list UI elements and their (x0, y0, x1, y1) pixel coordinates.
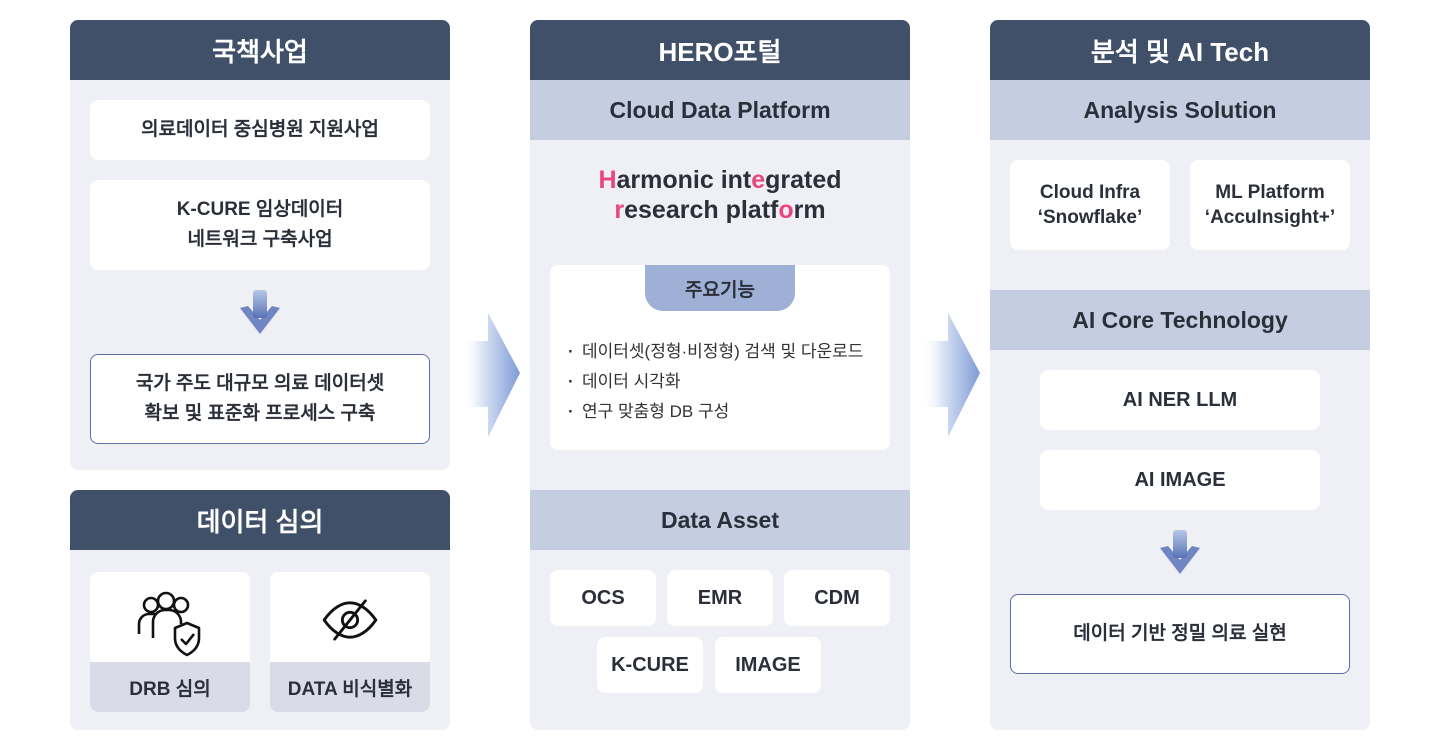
gov-project-title: 국책사업 (70, 20, 450, 80)
features-list: 데이터셋(정형·비정형) 검색 및 다운로드 데이터 시각화 연구 맞춤형 DB… (568, 337, 863, 427)
hero-acronym-title: Harmonic integrated research platform (530, 165, 910, 225)
feature-item: 데이터셋(정형·비정형) 검색 및 다운로드 (568, 337, 863, 367)
ai-tech-title: 분석 및 AI Tech (990, 20, 1370, 80)
drb-review-label: DRB 심의 (90, 662, 250, 712)
drb-review-box: DRB 심의 (90, 572, 250, 712)
precision-medicine-text: 데이터 기반 정밀 의료 실현 (1073, 623, 1287, 644)
acronym-highlight-letter: H (598, 166, 617, 194)
data-review-title: 데이터 심의 (70, 490, 450, 550)
gov-project-card-2-line1: K-CURE 임상데이터 (176, 199, 344, 220)
gov-project-card-1: 의료데이터 중심병원 지원사업 (90, 100, 430, 160)
asset-ocs: OCS (550, 570, 656, 626)
gov-project-card-3-line2: 확보 및 표준화 프로세스 구축 (144, 403, 376, 424)
ai-core-title: AI Core Technology (990, 290, 1370, 350)
acronym-highlight-letter: r (614, 196, 625, 224)
feature-item: 데이터 시각화 (568, 367, 863, 397)
acronym-text: armonic int (616, 166, 752, 194)
solution-accuinsight-line2: ‘AccuInsight+’ (1204, 207, 1336, 228)
asset-image: IMAGE (715, 637, 821, 693)
hero-portal-title: HERO포털 (530, 20, 910, 80)
cloud-platform-subtitle: Cloud Data Platform (530, 80, 910, 140)
data-deid-label: DATA 비식별화 (270, 662, 430, 712)
gov-project-panel: 국책사업 의료데이터 중심병원 지원사업 K-CURE 임상데이터 네트워크 구… (70, 20, 450, 470)
people-shield-icon (137, 591, 201, 657)
solution-snowflake: Cloud Infra ‘Snowflake’ (1010, 160, 1170, 250)
asset-emr: EMR (667, 570, 773, 626)
down-arrow-icon (1160, 530, 1200, 574)
acronym-highlight-letter: o (778, 196, 794, 224)
asset-kcure: K-CURE (597, 637, 703, 693)
data-review-panel: 데이터 심의 DRB 심의 DATA 비식별화 (70, 490, 450, 730)
acronym-highlight-letter: e (751, 166, 766, 194)
gov-project-card-3: 국가 주도 대규모 의료 데이터셋 확보 및 표준화 프로세스 구축 (90, 354, 430, 444)
asset-cdm: CDM (784, 570, 890, 626)
hero-acronym-line2: research platform (530, 195, 910, 225)
hero-acronym-line1: Harmonic integrated (530, 165, 910, 195)
gov-project-card-3-line1: 국가 주도 대규모 의료 데이터셋 (135, 373, 385, 394)
acronym-text: rm (793, 196, 826, 224)
right-arrow-icon (462, 313, 520, 437)
acronym-text: grated (765, 166, 842, 194)
acronym-text: esearch platf (624, 196, 779, 224)
ai-tech-panel: 분석 및 AI Tech Analysis Solution Cloud Inf… (990, 20, 1370, 730)
features-title: 주요기능 (645, 265, 795, 311)
solution-snowflake-line2: ‘Snowflake’ (1037, 207, 1143, 228)
down-arrow-icon (240, 290, 280, 334)
gov-project-card-2-line2: 네트워크 구축사업 (187, 229, 333, 250)
solution-accuinsight: ML Platform ‘AccuInsight+’ (1190, 160, 1350, 250)
gov-project-card-2: K-CURE 임상데이터 네트워크 구축사업 (90, 180, 430, 270)
gov-project-card-1-text: 의료데이터 중심병원 지원사업 (141, 119, 379, 140)
hero-portal-panel: HERO포털 Cloud Data Platform Harmonic inte… (530, 20, 910, 730)
feature-item: 연구 맞춤형 DB 구성 (568, 397, 863, 427)
data-asset-title: Data Asset (530, 490, 910, 550)
solution-snowflake-line1: Cloud Infra (1039, 182, 1141, 203)
core-ner-llm: AI NER LLM (1040, 370, 1320, 430)
solution-accuinsight-line1: ML Platform (1215, 182, 1325, 203)
features-box: 주요기능 데이터셋(정형·비정형) 검색 및 다운로드 데이터 시각화 연구 맞… (550, 265, 890, 450)
eye-slash-icon (322, 599, 378, 641)
analysis-solution-subtitle: Analysis Solution (990, 80, 1370, 140)
data-deid-box: DATA 비식별화 (270, 572, 430, 712)
core-image: AI IMAGE (1040, 450, 1320, 510)
right-arrow-icon (922, 313, 980, 437)
precision-medicine-result: 데이터 기반 정밀 의료 실현 (1010, 594, 1350, 674)
